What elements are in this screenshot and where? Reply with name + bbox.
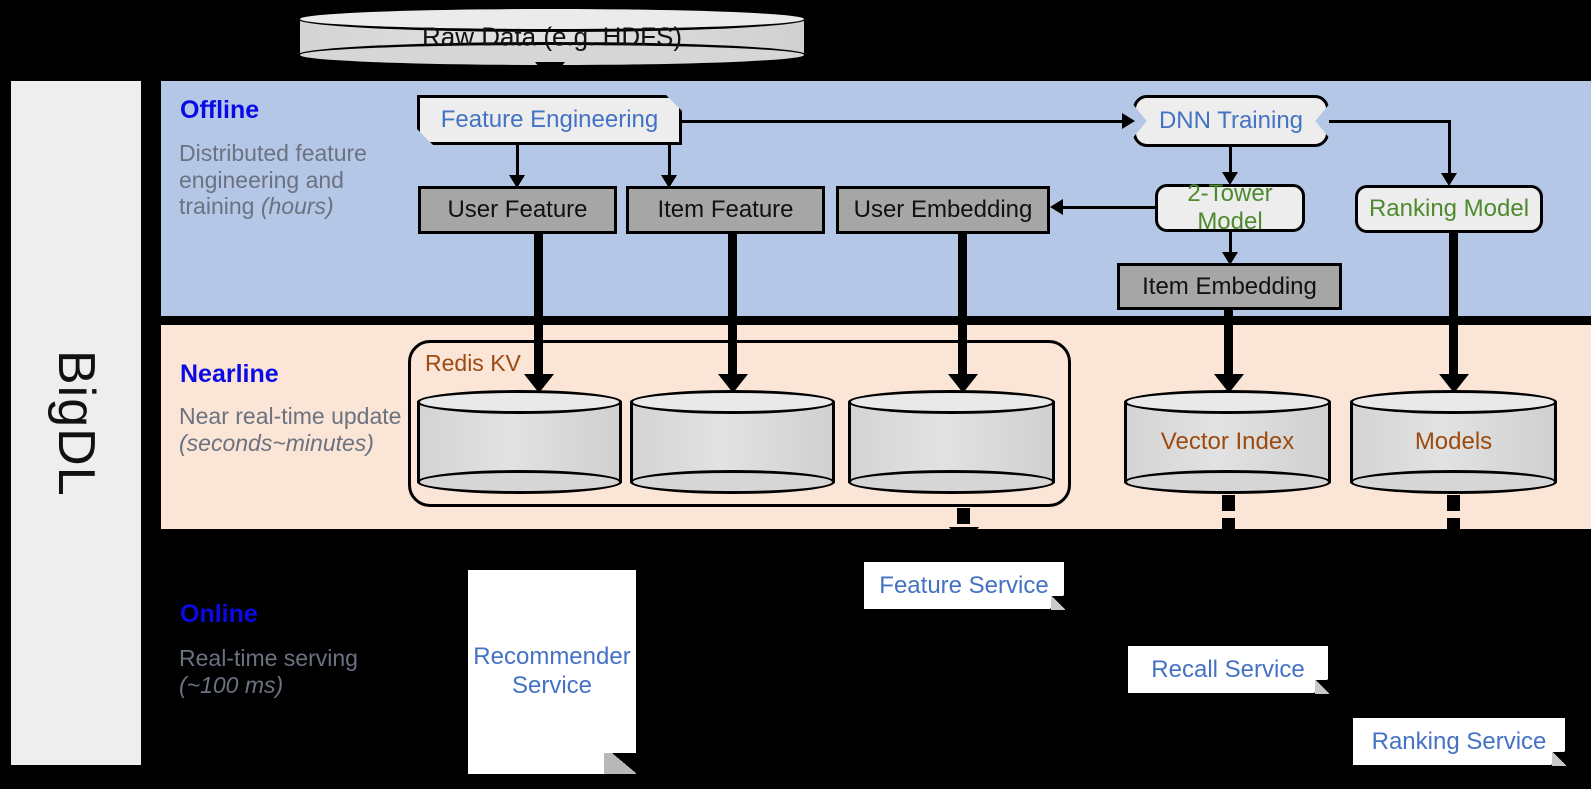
- connector-dnn-to-ranking-h: [1329, 120, 1451, 123]
- dashed-connector-models-b: [1447, 518, 1460, 534]
- arrowhead-itemembedding-vectorindex: [1214, 374, 1244, 393]
- offline-desc-emphasis: (hours): [260, 193, 334, 220]
- cylinder-top: [1124, 390, 1331, 414]
- arrowhead-fe-itemfeature: [661, 175, 677, 188]
- nearline-description: Near real-time update (seconds~minutes): [179, 403, 414, 456]
- connector-2tower-to-itemembedding: [1229, 232, 1232, 262]
- recommender-service-label: Recommender Service: [473, 643, 631, 699]
- online-desc-emphasis: (~100 ms): [179, 671, 284, 698]
- models-cylinder: Models: [1350, 390, 1557, 494]
- node-item-embedding[interactable]: Item Embedding: [1117, 263, 1342, 310]
- bigdl-label: BigDL: [47, 349, 105, 497]
- offline-description: Distributed feature engineering and trai…: [179, 140, 389, 220]
- cylinder-top: [417, 390, 622, 414]
- online-title: Online: [180, 600, 258, 628]
- connector-userembedding-to-redis: [958, 234, 967, 382]
- arrowhead-2tower-userembedding: [1050, 199, 1063, 215]
- node-user-embedding[interactable]: User Embedding: [836, 186, 1050, 234]
- connector-fe-to-user-feature: [516, 145, 519, 180]
- raw-data-cylinder: Raw Data (e.g. HDFS): [297, 6, 807, 68]
- connector-fe-to-item-feature: [668, 145, 671, 180]
- arrowhead-fe-dnn: [1122, 113, 1135, 129]
- arrowhead-2tower-itemembedding: [1222, 252, 1238, 265]
- connector-userfeature-to-redis: [534, 234, 543, 382]
- dnn-training-label: DNN Training: [1158, 107, 1304, 134]
- cylinder-top: [630, 390, 835, 414]
- item-embedding-label: Item Embedding: [1142, 272, 1317, 300]
- arrowhead-rankingmodel-models: [1439, 374, 1469, 393]
- cylinder-body: [1350, 401, 1557, 483]
- arrowhead-itemfeature-redis: [718, 374, 748, 393]
- recommender-service-fold-icon: [604, 753, 636, 774]
- feature-engineering-label: Feature Engineering: [440, 106, 659, 133]
- redis-cylinder-user-embedding: [848, 390, 1055, 494]
- node-recommender-service[interactable]: Recommender Service: [468, 570, 636, 774]
- nearline-title: Nearline: [180, 360, 279, 388]
- vector-index-cylinder: Vector Index: [1124, 390, 1331, 494]
- ranking-model-label: Ranking Model: [1368, 195, 1530, 222]
- connector-dnn-to-2tower: [1229, 147, 1232, 180]
- arrowhead-userfeature-redis: [524, 374, 554, 393]
- connector-dnn-to-ranking-v: [1448, 120, 1451, 182]
- user-feature-label: User Feature: [447, 196, 588, 223]
- node-feature-service[interactable]: Feature Service: [864, 562, 1064, 609]
- nearline-desc-emphasis: (seconds~minutes): [179, 429, 374, 456]
- models-label: Models: [1414, 428, 1493, 455]
- ranking-service-label: Ranking Service: [1371, 727, 1547, 755]
- cylinder-bottom: [1124, 470, 1331, 494]
- node-recall-service[interactable]: Recall Service: [1128, 646, 1328, 693]
- connector-itemembedding-to-vectorindex: [1224, 310, 1233, 382]
- user-embedding-label: User Embedding: [853, 196, 1033, 223]
- recall-service-label: Recall Service: [1151, 655, 1305, 683]
- cylinder-top: [297, 6, 807, 32]
- redis-cylinder-item-feature: [630, 390, 835, 494]
- redis-cylinder-user-feature: [417, 390, 622, 494]
- raw-data-label: Raw Data (e.g. HDFS): [421, 21, 683, 52]
- dashed-connector-vectorindex-a: [1222, 495, 1235, 511]
- dashed-connector-vectorindex-b: [1222, 518, 1235, 534]
- node-ranking-service[interactable]: Ranking Service: [1353, 718, 1565, 765]
- arrowhead-rawdata-fe: [535, 62, 565, 81]
- vector-index-label: Vector Index: [1160, 428, 1295, 455]
- arrowhead-dnn-ranking: [1441, 173, 1457, 186]
- node-ranking-model[interactable]: Ranking Model: [1355, 185, 1543, 233]
- 2tower-model-label: 2-Tower Model: [1187, 180, 1273, 235]
- bigdl-sidebar: BigDL: [8, 78, 144, 768]
- node-2tower-model[interactable]: 2-Tower Model: [1155, 180, 1305, 235]
- offline-title: Offline: [180, 96, 260, 124]
- redis-kv-label: Redis KV: [425, 350, 521, 376]
- dashed-connector-redis-to-featureservice: [957, 508, 970, 524]
- arrowhead-userembedding-redis: [948, 374, 978, 393]
- arrowhead-redis-featureservice: [949, 527, 979, 546]
- ranking-service-fold-icon: [1552, 752, 1566, 766]
- feature-service-fold-icon: [1051, 596, 1065, 610]
- recall-service-fold-icon: [1315, 680, 1329, 694]
- offline-desc-main: Distributed feature engineering and trai…: [179, 140, 367, 220]
- cylinder-bottom: [848, 470, 1055, 494]
- cylinder-top: [1350, 390, 1557, 414]
- nearline-desc-main: Near real-time update: [179, 403, 402, 429]
- dashed-connector-models-a: [1447, 495, 1460, 511]
- online-description: Real-time serving (~100 ms): [179, 645, 389, 698]
- online-desc-main: Real-time serving: [179, 645, 358, 671]
- cylinder-top: [848, 390, 1055, 414]
- connector-2tower-to-userembedding: [1053, 206, 1158, 209]
- connector-itemfeature-to-redis: [728, 234, 737, 382]
- connector-fe-to-dnn: [682, 120, 1124, 123]
- cylinder-bottom: [417, 470, 622, 494]
- node-dnn-training[interactable]: DNN Training: [1133, 95, 1329, 147]
- item-feature-label: Item Feature: [657, 196, 794, 223]
- arrowhead-fe-userfeature: [509, 175, 525, 188]
- node-user-feature[interactable]: User Feature: [418, 186, 617, 234]
- redis-kv-container: [408, 340, 1071, 507]
- cylinder-bottom: [1350, 470, 1557, 494]
- connector-rankingmodel-to-models: [1449, 233, 1458, 382]
- cylinder-bottom: [630, 470, 835, 494]
- arrowhead-dnn-2tower: [1222, 172, 1238, 185]
- node-feature-engineering[interactable]: Feature Engineering: [417, 95, 682, 145]
- feature-service-label: Feature Service: [879, 571, 1049, 599]
- node-item-feature[interactable]: Item Feature: [626, 186, 825, 234]
